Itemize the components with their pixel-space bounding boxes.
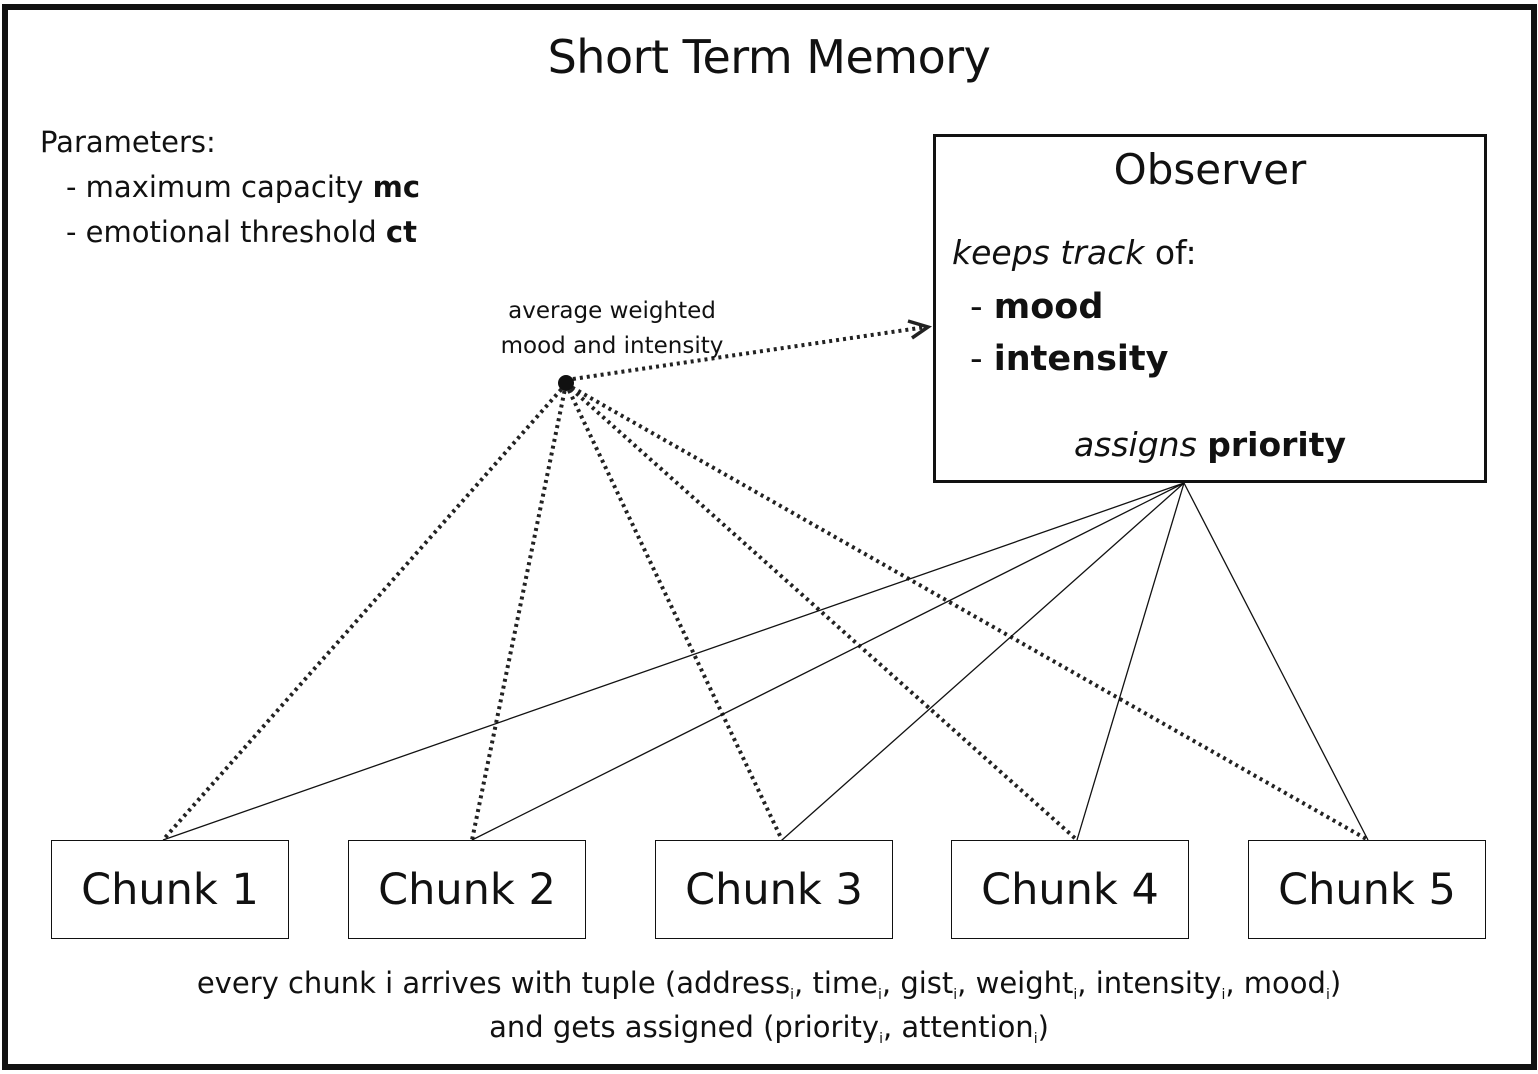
chunk-box-3: Chunk 3: [655, 840, 893, 939]
footer-line-1: every chunk i arrives with tuple (addres…: [196, 966, 1342, 1003]
diagram-title: Short Term Memory: [547, 30, 991, 84]
dotted-arrow-to-observer: [565, 325, 927, 382]
arrow-head-icon: [907, 319, 933, 340]
observer-line-chunk-1: [162, 482, 1185, 841]
average-label: average weighted mood and intensity: [500, 298, 724, 359]
observer-line-chunk-5: [1183, 482, 1369, 841]
observer-keeps-track: keeps track of:: [952, 233, 1197, 272]
observer-box: Observer keeps track of: - mood - intens…: [933, 134, 1487, 483]
observer-line-chunk-3: [781, 482, 1185, 841]
dotted-line-chunk-2: [470, 383, 568, 841]
parameter-item-capacity: - maximum capacity mc: [66, 170, 421, 204]
observer-item-intensity: - intensity: [970, 339, 1169, 379]
dotted-line-chunk-3: [564, 383, 784, 841]
average-point: [558, 375, 574, 391]
observer-assigns-priority: assigns priority: [1073, 425, 1347, 464]
parameters-heading: Parameters:: [40, 125, 216, 159]
observer-line-chunk-4: [1076, 482, 1185, 841]
chunk-box-1: Chunk 1: [51, 840, 289, 939]
parameter-item-threshold: - emotional threshold ct: [66, 215, 417, 249]
observer-item-mood: - mood: [970, 287, 1104, 327]
chunk-box-2: Chunk 2: [348, 840, 586, 939]
dotted-line-chunk-1: [161, 382, 568, 842]
footer-line-2: and gets assigned (priorityi, attentioni…: [489, 1010, 1049, 1047]
observer-title: Observer: [1113, 145, 1307, 194]
chunk-box-4: Chunk 4: [951, 840, 1189, 939]
chunk-box-5: Chunk 5: [1248, 840, 1486, 939]
diagram-frame: [2, 4, 1537, 1070]
dotted-line-chunk-4: [564, 382, 1079, 842]
parameters-block: Parameters: - maximum capacity mc - emot…: [40, 120, 420, 255]
observer-line-chunk-2: [471, 482, 1185, 841]
